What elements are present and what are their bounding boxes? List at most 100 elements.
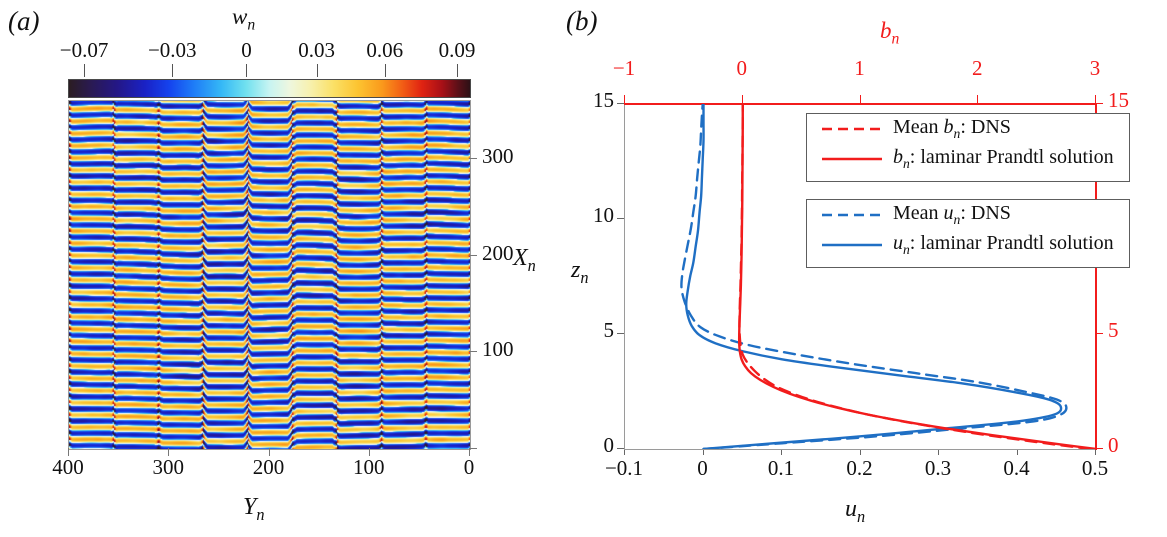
colorbar-title: wn [232,4,255,35]
panel-a-tag: (a) [8,6,40,36]
panel-b-bottom-tick-mark [1095,448,1096,455]
panel-a-y-tick-label: 200 [482,240,514,265]
colorbar-tick-label: −0.03 [147,38,197,62]
legend-u-profiles: Mean un: DNS un: laminar Prandtl solution [806,199,1130,268]
panel-b-left-axis-symbol: z [571,257,581,283]
colorbar-tick-mark [172,64,174,77]
panel-b-bottom-axis-subscript: n [857,506,866,526]
colorbar-tick-label: 0.09 [438,38,476,62]
panel-b-top-tick-label: 0 [736,56,748,80]
panel-b-right-tick-label: 15 [1108,88,1129,112]
panel-b-top-axis-subscript: n [891,30,900,48]
panel-b-top-tick-mark [624,95,625,103]
panel-b-left-tick-label: 10 [593,203,614,227]
panel-a-y-tick-mark [469,158,477,159]
panel-b-right-tick-mark [1095,448,1103,449]
colorbar-tick-mark [316,64,318,77]
panel-b-top-tick-label: 1 [854,56,865,80]
legend-b-row: bn: laminar Prandtl solution [807,144,1129,174]
panel-a-y-tick-mark [469,448,477,449]
panel-b-left-axis-subscript: n [580,267,589,287]
panel-a-y-tick-mark [469,254,477,256]
panel-b-top-tick-label: 3 [1089,56,1101,80]
panel-b-tag: (b) [566,6,598,36]
legend-u-label: un: laminar Prandtl solution [893,232,1114,257]
panel-b-bottom-tick-label: −0.1 [604,456,644,480]
legend-b-profiles: Mean bn: DNS bn: laminar Prandtl solution [806,113,1130,182]
panel-b-top-tick-mark [977,95,979,103]
legend-b-row: Mean bn: DNS [807,114,1129,144]
legend-dashed-line-swatch [822,213,882,217]
colorbar-tick-label: −0.07 [59,38,109,62]
legend-b-label: Mean bn: DNS [893,116,1011,141]
panel-b-left-tick-mark [617,218,624,219]
panel-a-y-axis-label: Xn [513,245,536,276]
panel-b-bottom-tick-mark [624,448,625,455]
profile-curves [680,104,1096,449]
curve-u-n-laminar-prandtl-solution [685,104,1063,449]
legend-dashed-line-swatch [822,127,882,131]
panel-b-top-axis-symbol: b [880,18,892,43]
panel-a-x-tick-label: 100 [353,455,385,479]
colorbar-tick-label: 0.06 [366,38,404,62]
legend-solid-line-swatch [822,157,882,161]
panel-a-y-axis-subscript: n [527,255,536,275]
panel-a-x-tick-mark [469,448,470,456]
colorbar-tick-mark [246,64,248,77]
panel-b-bottom-tick-label: 0.2 [846,456,873,480]
panel-b-top-tick-mark [1095,95,1096,103]
panel-b-right-tick-label: 5 [1108,318,1119,342]
legend-u-label: Mean un: DNS [893,202,1011,227]
panel-a-y-axis-symbol: X [513,245,528,271]
panel-b-bottom-tick-mark [1016,448,1018,455]
panel-b-left-tick-label: 0 [603,433,615,457]
legend-b-label: bn: laminar Prandtl solution [893,146,1114,171]
panel-b-bottom-axis-symbol: u [845,496,857,522]
colorbar-tick-label: 0.03 [298,38,335,62]
panel-b-left-tick-label: 15 [593,88,614,112]
colorbar-tick-label: 0 [241,38,252,62]
panel-b-top-axis-label: bn [880,18,899,49]
panel-a-x-tick-mark [68,448,69,456]
panel-b-bottom-tick-mark [859,448,861,455]
colorbar-title-subscript: n [247,16,256,34]
panel-b-bottom-tick-mark [938,448,939,455]
panel-a-x-tick-label: 300 [152,455,185,479]
colorbar-tick-mark [456,64,458,77]
colorbar-title-symbol: w [232,4,248,29]
panel-b-right-axis-line [1095,103,1097,450]
panel-b-left-tick-mark [617,333,624,334]
panel-b-bottom-tick-label: 0 [697,456,708,480]
panel-a-x-tick-mark [168,448,170,456]
panel-b-top-tick-mark [859,95,861,103]
panel-a-x-axis-symbol: Y [243,494,257,520]
colorbar [68,79,471,98]
panel-b-right-tick-mark [1095,103,1103,104]
panel-b-bottom-tick-label: 0.1 [767,456,795,480]
panel-a-x-tick-label: 200 [252,455,285,479]
panel-a-y-tick-label: 100 [482,337,514,362]
panel-b-left-tick-label: 5 [603,318,615,342]
panel-a-x-tick-mark [268,448,270,456]
panel-b-top-axis-line [624,103,1097,105]
panel-a-x-axis-subscript: n [256,504,265,524]
colorbar-tick-mark [84,64,86,77]
panel-b-top-tick-label: −1 [612,56,636,80]
panel-b-top-tick-mark [741,95,743,103]
panel-b-bottom-axis-label: un [845,496,865,527]
panel-a-x-axis-label: Yn [243,494,265,525]
panel-b-left-tick-mark [617,103,624,104]
panel-b-right-tick-mark [1095,333,1103,334]
contour-field-panel-a [68,100,471,450]
panel-a-x-tick-label: 400 [52,455,84,479]
legend-u-row: un: laminar Prandtl solution [807,230,1129,260]
panel-b-bottom-tick-label: 0.3 [924,456,952,480]
colorbar-tick-mark [384,64,386,77]
panel-b-bottom-tick-mark [702,448,704,455]
panel-a-x-tick-mark [368,448,370,456]
panel-b-bottom-tick-label: 0.4 [1003,456,1030,480]
panel-b-bottom-tick-label: 0.5 [1081,456,1109,480]
curve-mean-b-n-dns [738,104,1092,449]
panel-b-top-tick-label: 2 [972,56,983,80]
panel-b-right-tick-label: 0 [1108,433,1119,457]
